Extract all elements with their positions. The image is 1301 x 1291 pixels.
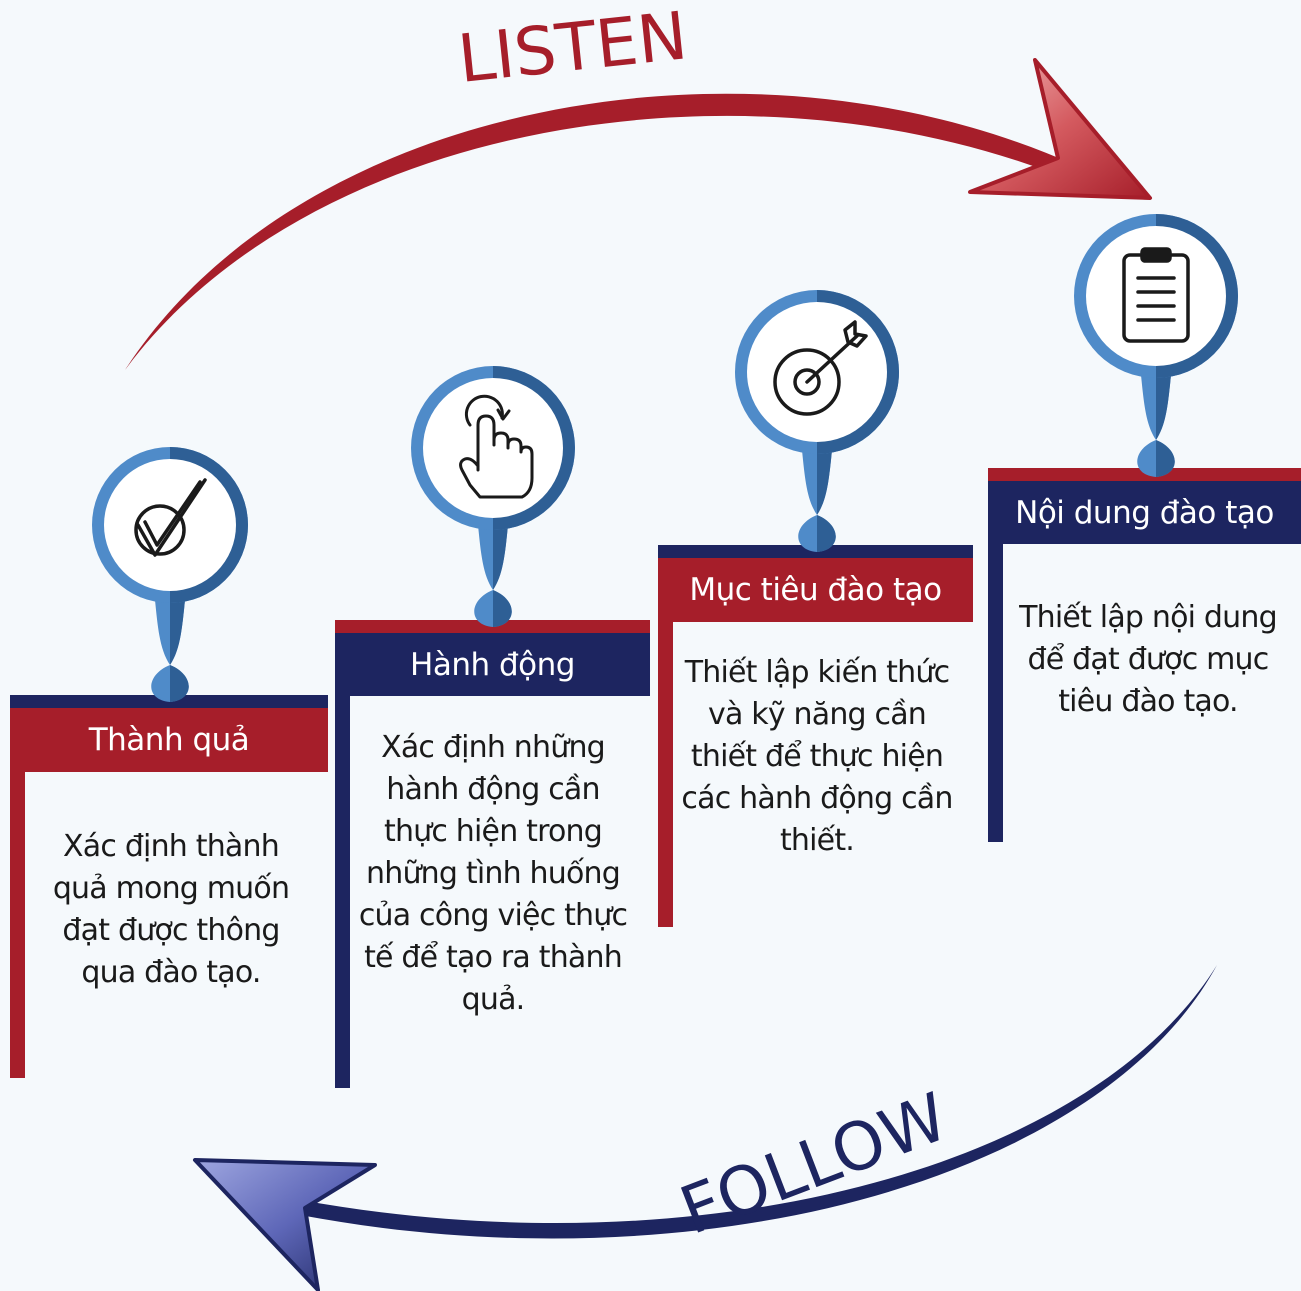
listen-arrow xyxy=(125,58,1152,370)
step-hanh-dong xyxy=(335,366,650,1088)
clipboard-icon xyxy=(1122,247,1190,343)
follow-arrow xyxy=(193,965,1217,1291)
pin-hanh-dong xyxy=(411,366,575,627)
checkmark-icon xyxy=(134,478,207,557)
step-3-title: Mục tiêu đào tạo xyxy=(689,572,942,608)
listen-label: LISTEN xyxy=(454,0,690,98)
step-2-description: Xác định những hành động cần thực hiện t… xyxy=(358,730,628,1017)
pin-thanh-qua xyxy=(92,447,248,702)
follow-label: FOLLOW xyxy=(670,1078,957,1250)
step-4-title: Nội dung đào tạo xyxy=(1015,495,1274,531)
pin-muc-tieu-dao-tao xyxy=(735,290,899,552)
step-1-title: Thành quả xyxy=(88,722,250,758)
step-1-description: Xác định thành quả mong muốn đạt được th… xyxy=(52,829,290,990)
step-3-description: Thiết lập kiến thức và kỹ năng cần thiết… xyxy=(681,655,953,858)
step-thanh-qua xyxy=(10,447,328,1078)
step-muc-tieu-dao-tao xyxy=(658,290,973,927)
step-noi-dung-dao-tao xyxy=(988,214,1301,842)
target-icon xyxy=(773,320,868,416)
step-2-title: Hành động xyxy=(410,647,575,683)
step-4-description: Thiết lập nội dung để đạt được mục tiêu … xyxy=(1019,600,1277,719)
hand-click-icon xyxy=(459,394,534,499)
